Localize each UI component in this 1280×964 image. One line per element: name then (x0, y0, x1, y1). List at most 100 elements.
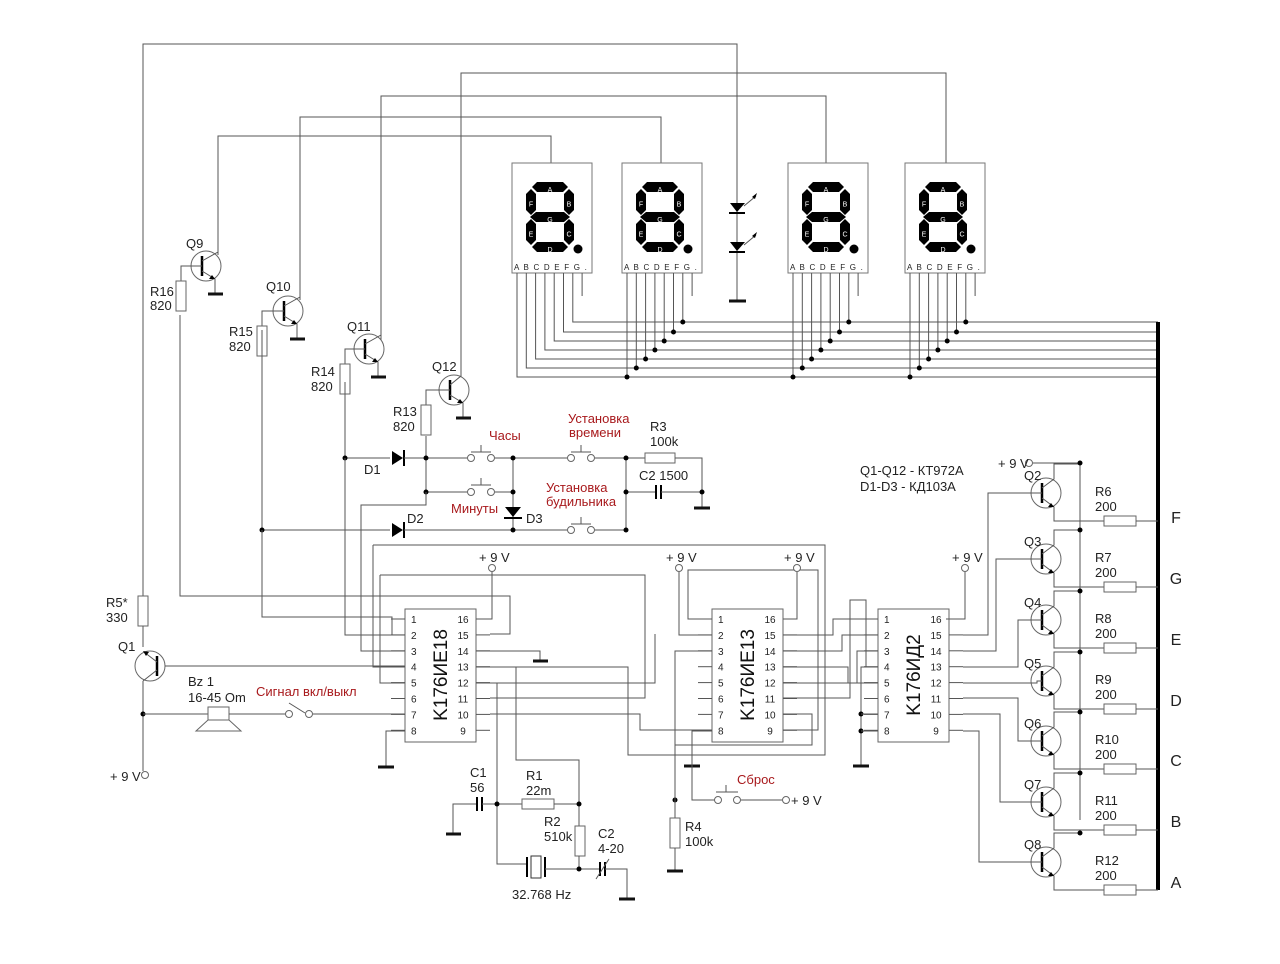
pin-label: 10 (930, 710, 942, 721)
r3-label: R3 (650, 419, 667, 434)
pin-label: 12 (930, 679, 942, 690)
segment-c (564, 219, 574, 245)
r13-value: 820 (393, 419, 415, 434)
pin-label: 10 (764, 710, 776, 721)
junction-dot (652, 347, 658, 353)
r1-label: R1 (526, 768, 543, 783)
pin-label: 9 (933, 726, 939, 737)
pin-label: 7 (718, 710, 724, 721)
collector (1041, 463, 1080, 489)
ie13-power2-label: + 9 V (784, 550, 815, 565)
junction-dot (809, 356, 815, 362)
resistor-icon (175, 280, 187, 312)
junction-dot (944, 338, 950, 344)
transistor-note: Q1-Q12 - КТ972А (860, 463, 964, 478)
id2-power-label: + 9 V (952, 550, 983, 565)
pin-label: 15 (930, 631, 942, 642)
resistor-value: 200 (1095, 626, 1117, 641)
base-wire (180, 265, 202, 281)
r15-label: R15 (229, 324, 253, 339)
segment-label: A (548, 187, 553, 194)
ic-body (711, 608, 784, 743)
r4-label: R4 (685, 819, 702, 834)
collector (364, 333, 382, 345)
pin-label: 13 (764, 663, 776, 674)
pin-label: 15 (764, 631, 776, 642)
pin-row-label: A B C D E F G . (790, 263, 864, 272)
segment-b (840, 189, 850, 215)
r3-value: 100k (650, 434, 679, 449)
segment-f (802, 189, 812, 215)
collector (201, 250, 219, 262)
segment-c (957, 219, 967, 245)
segment-label: E (922, 232, 927, 239)
pin-label: 8 (884, 726, 890, 737)
pin-label: 11 (765, 695, 776, 706)
led-icon (730, 203, 745, 212)
colon-leds (729, 193, 757, 303)
junction-dot (963, 319, 969, 325)
base-wire (963, 730, 1042, 863)
segment-label: C (566, 232, 571, 239)
junction-dot (1077, 649, 1083, 655)
pin-label: 13 (457, 663, 469, 674)
ic-name: K176ИЕ13 (738, 629, 759, 721)
r16-value: 820 (150, 298, 172, 313)
resistor-value: 200 (1095, 565, 1117, 580)
digit-driver-q9 (175, 250, 223, 312)
bus-letter: G (1170, 571, 1182, 588)
r2-label: R2 (544, 814, 561, 829)
decimal-point (683, 244, 693, 254)
segment-c (674, 219, 684, 245)
segment-e (636, 219, 646, 245)
emitter-arrow (209, 275, 215, 279)
junction-dot (916, 365, 922, 371)
decimal-point (849, 244, 859, 254)
segment-label: F (805, 202, 809, 209)
set-time-label-1: Установка (568, 411, 630, 426)
pin-label: 13 (930, 663, 942, 674)
segment-f (526, 189, 536, 215)
junction-dot (799, 365, 805, 371)
segment-a (642, 182, 678, 192)
segment-label: D (940, 247, 945, 254)
pin-label: 3 (884, 647, 890, 658)
transistor-label: Q7 (1024, 777, 1041, 792)
emitter-arrow (1048, 751, 1054, 755)
q12-label: Q12 (432, 359, 457, 374)
junction-dot (643, 356, 649, 362)
digit-driver-q11 (339, 333, 386, 395)
segment-f (919, 189, 929, 215)
collector (1041, 832, 1080, 858)
q1-label: Q1 (118, 639, 135, 654)
segment-label: F (922, 202, 926, 209)
segment-bus-line (563, 300, 1158, 333)
digit-driver-q10 (256, 295, 305, 357)
segment-label: A (658, 187, 663, 194)
emitter (1041, 497, 1104, 522)
segment-f (636, 189, 646, 215)
bus-letter: B (1171, 814, 1182, 831)
buzzer-value: 16-45 Om (188, 690, 246, 705)
diode-d1-icon (392, 451, 403, 465)
pin-label: 3 (411, 647, 417, 658)
emitter-arrow (1048, 503, 1054, 507)
pin-label: 14 (764, 647, 776, 658)
signal-switch-label: Сигнал вкл/выкл (256, 684, 357, 699)
segment-g (806, 212, 846, 222)
junction-dot (818, 347, 824, 353)
segment-label: F (529, 202, 533, 209)
segment-a (925, 182, 961, 192)
d3-label: D3 (526, 511, 543, 526)
pin-label: 6 (884, 695, 890, 706)
transistor-label: Q4 (1024, 595, 1041, 610)
segment-bus-line (535, 300, 1158, 360)
segment-label: D (823, 247, 828, 254)
base-wire (963, 713, 1042, 803)
pin-label: 6 (411, 695, 417, 706)
pin-label: 2 (411, 631, 417, 642)
resistor-label: R10 (1095, 732, 1119, 747)
resistor-icon (1103, 642, 1137, 654)
resistor-label: R9 (1095, 672, 1112, 687)
